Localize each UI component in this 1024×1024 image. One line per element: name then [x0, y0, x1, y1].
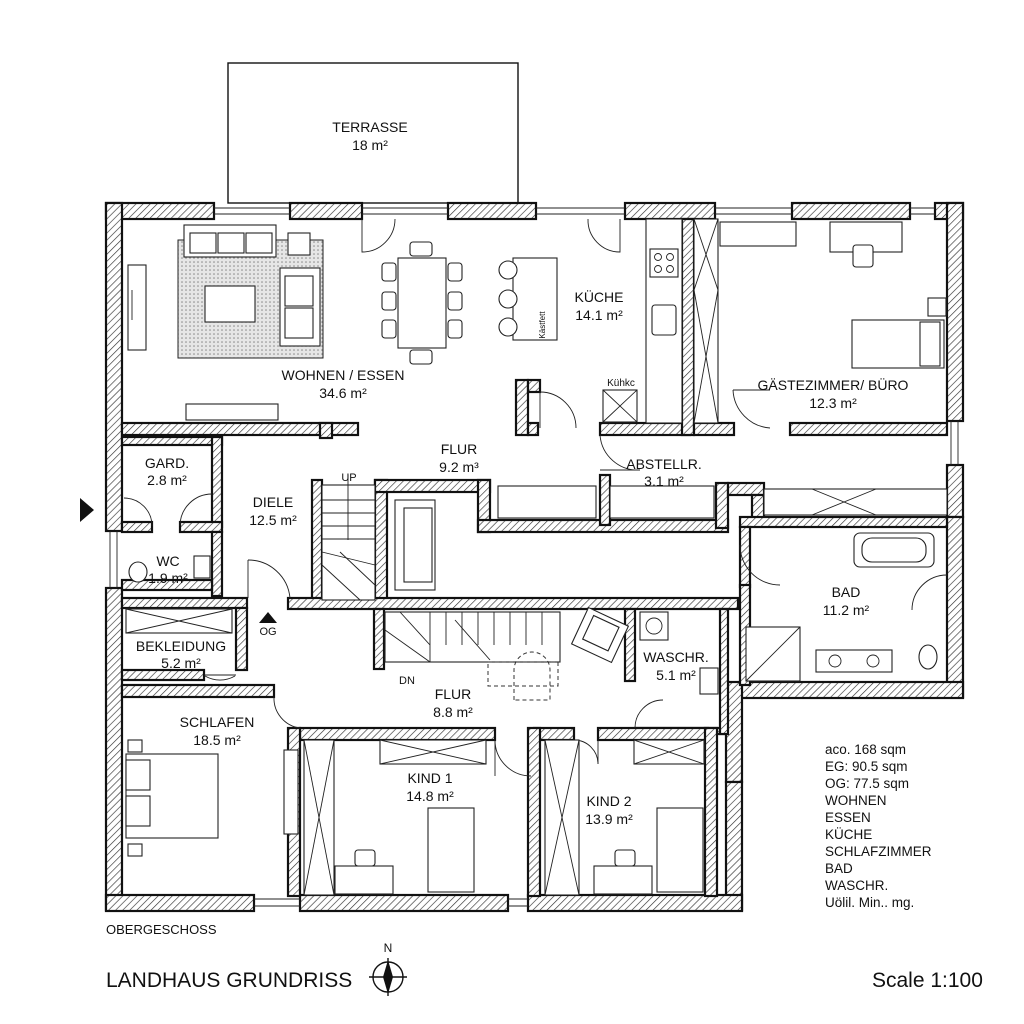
entrance-arrow-icon	[80, 498, 94, 522]
summary-line: WASCHR.	[825, 878, 888, 893]
summary-line: Uölil. Min.. mg.	[825, 895, 914, 910]
summary-line: OG: 77.5 sqm	[825, 776, 909, 791]
area-bad: 11.2 m²	[823, 602, 870, 618]
label-og: OG	[259, 626, 276, 638]
label-flur-upper: FLUR	[441, 441, 478, 457]
summary-line: KÜCHE	[825, 827, 872, 842]
label-stair-down: DN	[399, 675, 415, 687]
area-schlafen: 18.5 m²	[193, 732, 241, 748]
label-stair-up: UP	[341, 472, 356, 484]
og-marker-icon	[259, 612, 277, 623]
label-bad: BAD	[832, 584, 861, 600]
interior-walls	[120, 217, 949, 898]
scale-label: Scale 1:100	[872, 969, 983, 992]
area-flur-lower: 8.8 m²	[433, 704, 473, 720]
terrace-outline	[227, 62, 519, 204]
label-gard: GARD.	[145, 455, 189, 471]
area-kind1: 14.8 m²	[406, 788, 454, 804]
floor-label: OBERGESCHOSS	[106, 922, 217, 937]
area-wc: 1.9 m²	[148, 570, 188, 586]
area-kueche: 14.1 m²	[575, 307, 623, 323]
label-kind2: KIND 2	[586, 793, 631, 809]
doors	[123, 218, 948, 777]
label-flur-lower: FLUR	[435, 686, 472, 702]
area-abstellr: 3.1 m²	[644, 473, 684, 489]
summary-line: BAD	[825, 861, 853, 876]
area-summary: aco. 168 sqm EG: 90.5 sqm OG: 77.5 sqm W…	[825, 742, 932, 910]
summary-line: aco. 168 sqm	[825, 742, 906, 757]
area-terrasse: 18 m²	[352, 137, 388, 153]
label-kind1: KIND 1	[407, 770, 452, 786]
area-kind2: 13.9 m²	[585, 811, 633, 827]
label-kuehlschrank: Kühkc	[607, 378, 635, 389]
room-labels: TERRASSE 18 m² WOHNEN / ESSEN 34.6 m² KÜ…	[136, 119, 909, 827]
label-schlafen: SCHLAFEN	[180, 714, 255, 730]
label-waschr: WASCHR.	[643, 649, 709, 665]
label-bekleidung: BEKLEIDUNG	[136, 638, 226, 654]
summary-line: SCHLAFZIMMER	[825, 844, 932, 859]
label-abzug: Kästfett	[538, 311, 547, 339]
label-kueche: KÜCHE	[574, 288, 623, 305]
north-arrow-icon	[369, 958, 407, 996]
label-diele: DIELE	[253, 494, 293, 510]
label-abstellr: ABSTELLR.	[626, 456, 701, 472]
north-label: N	[384, 941, 393, 955]
area-flur-upper: 9.2 m³	[439, 459, 479, 475]
area-diele: 12.5 m²	[249, 512, 297, 528]
summary-line: EG: 90.5 sqm	[825, 759, 908, 774]
label-gaeste: GÄSTEZIMMER/ BÜRO	[758, 376, 909, 393]
label-terrasse: TERRASSE	[332, 119, 407, 135]
area-waschr: 5.1 m²	[656, 667, 696, 683]
summary-line: WOHNEN	[825, 793, 887, 808]
area-wohnen: 34.6 m²	[319, 385, 367, 401]
area-bekleidung: 5.2 m²	[161, 655, 201, 671]
summary-line: ESSEN	[825, 810, 871, 825]
furniture	[125, 218, 948, 896]
area-gard: 2.8 m²	[147, 472, 187, 488]
area-gaeste: 12.3 m²	[809, 395, 857, 411]
plan-title: LANDHAUS GRUNDRISS	[106, 969, 352, 992]
outer-walls	[104, 201, 965, 913]
label-wc: WC	[156, 553, 179, 569]
label-wohnen: WOHNEN / ESSEN	[282, 367, 405, 383]
